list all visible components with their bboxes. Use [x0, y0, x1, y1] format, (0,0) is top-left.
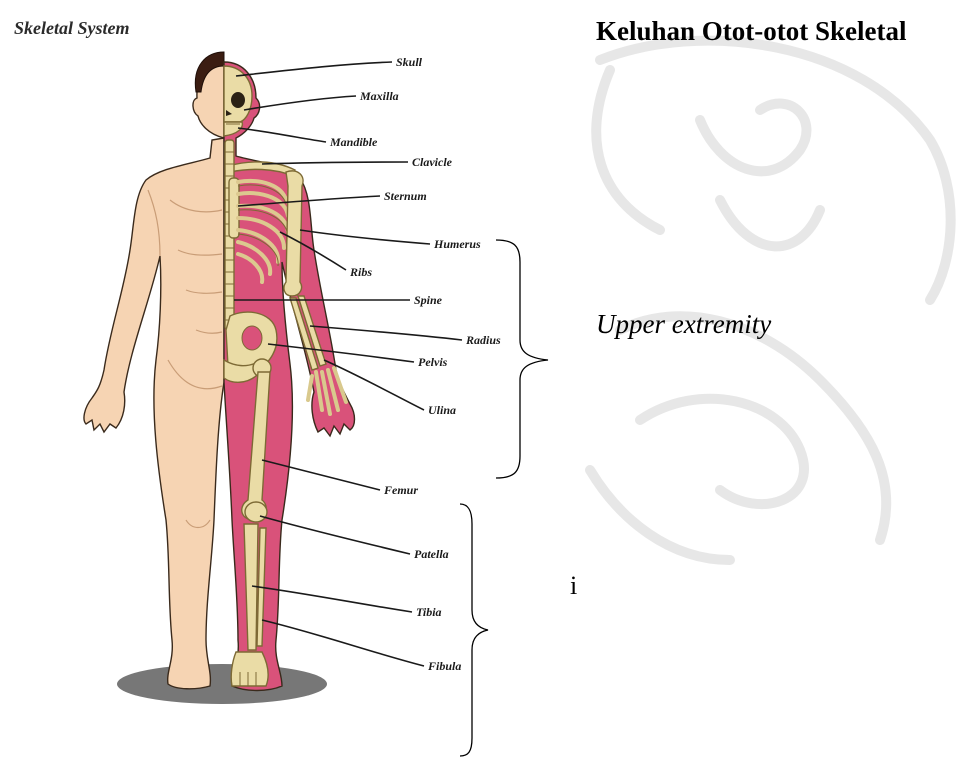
label-humerus: Humerus — [433, 237, 481, 251]
leader-clavicle — [262, 162, 408, 164]
bone-labels: Skull Maxilla Mandible Clavicle Sternum … — [329, 55, 501, 673]
label-spine: Spine — [414, 293, 443, 307]
label-tibia: Tibia — [416, 605, 442, 619]
label-pelvis: Pelvis — [418, 355, 448, 369]
watermark-logo — [590, 41, 951, 560]
upper-extremity-label: Upper extremity — [596, 309, 771, 339]
leader-skull — [236, 62, 392, 76]
leader-patella — [260, 516, 410, 554]
ground-shadow — [117, 664, 327, 704]
skin-half — [84, 52, 224, 689]
label-mandible: Mandible — [329, 135, 378, 149]
leader-maxilla — [244, 96, 356, 110]
leader-humerus — [300, 230, 430, 244]
label-ulna: Ulina — [428, 403, 456, 417]
label-maxilla: Maxilla — [359, 89, 399, 103]
figure-title: Skeletal System — [14, 18, 130, 38]
label-clavicle: Clavicle — [412, 155, 453, 169]
label-skull: Skull — [396, 55, 423, 69]
label-femur: Femur — [383, 483, 418, 497]
page-heading: Keluhan Otot-otot Skeletal — [596, 16, 907, 46]
leader-fibula — [262, 620, 424, 666]
leader-mandible — [238, 128, 326, 142]
lower-extremity-brace — [460, 504, 488, 756]
label-radius: Radius — [465, 333, 501, 347]
label-ribs: Ribs — [349, 265, 372, 279]
label-fibula: Fibula — [427, 659, 461, 673]
label-patella: Patella — [414, 547, 449, 561]
label-sternum: Sternum — [384, 189, 427, 203]
stray-mark: i — [570, 571, 577, 600]
upper-extremity-brace — [496, 240, 548, 478]
leader-radius — [310, 326, 462, 340]
